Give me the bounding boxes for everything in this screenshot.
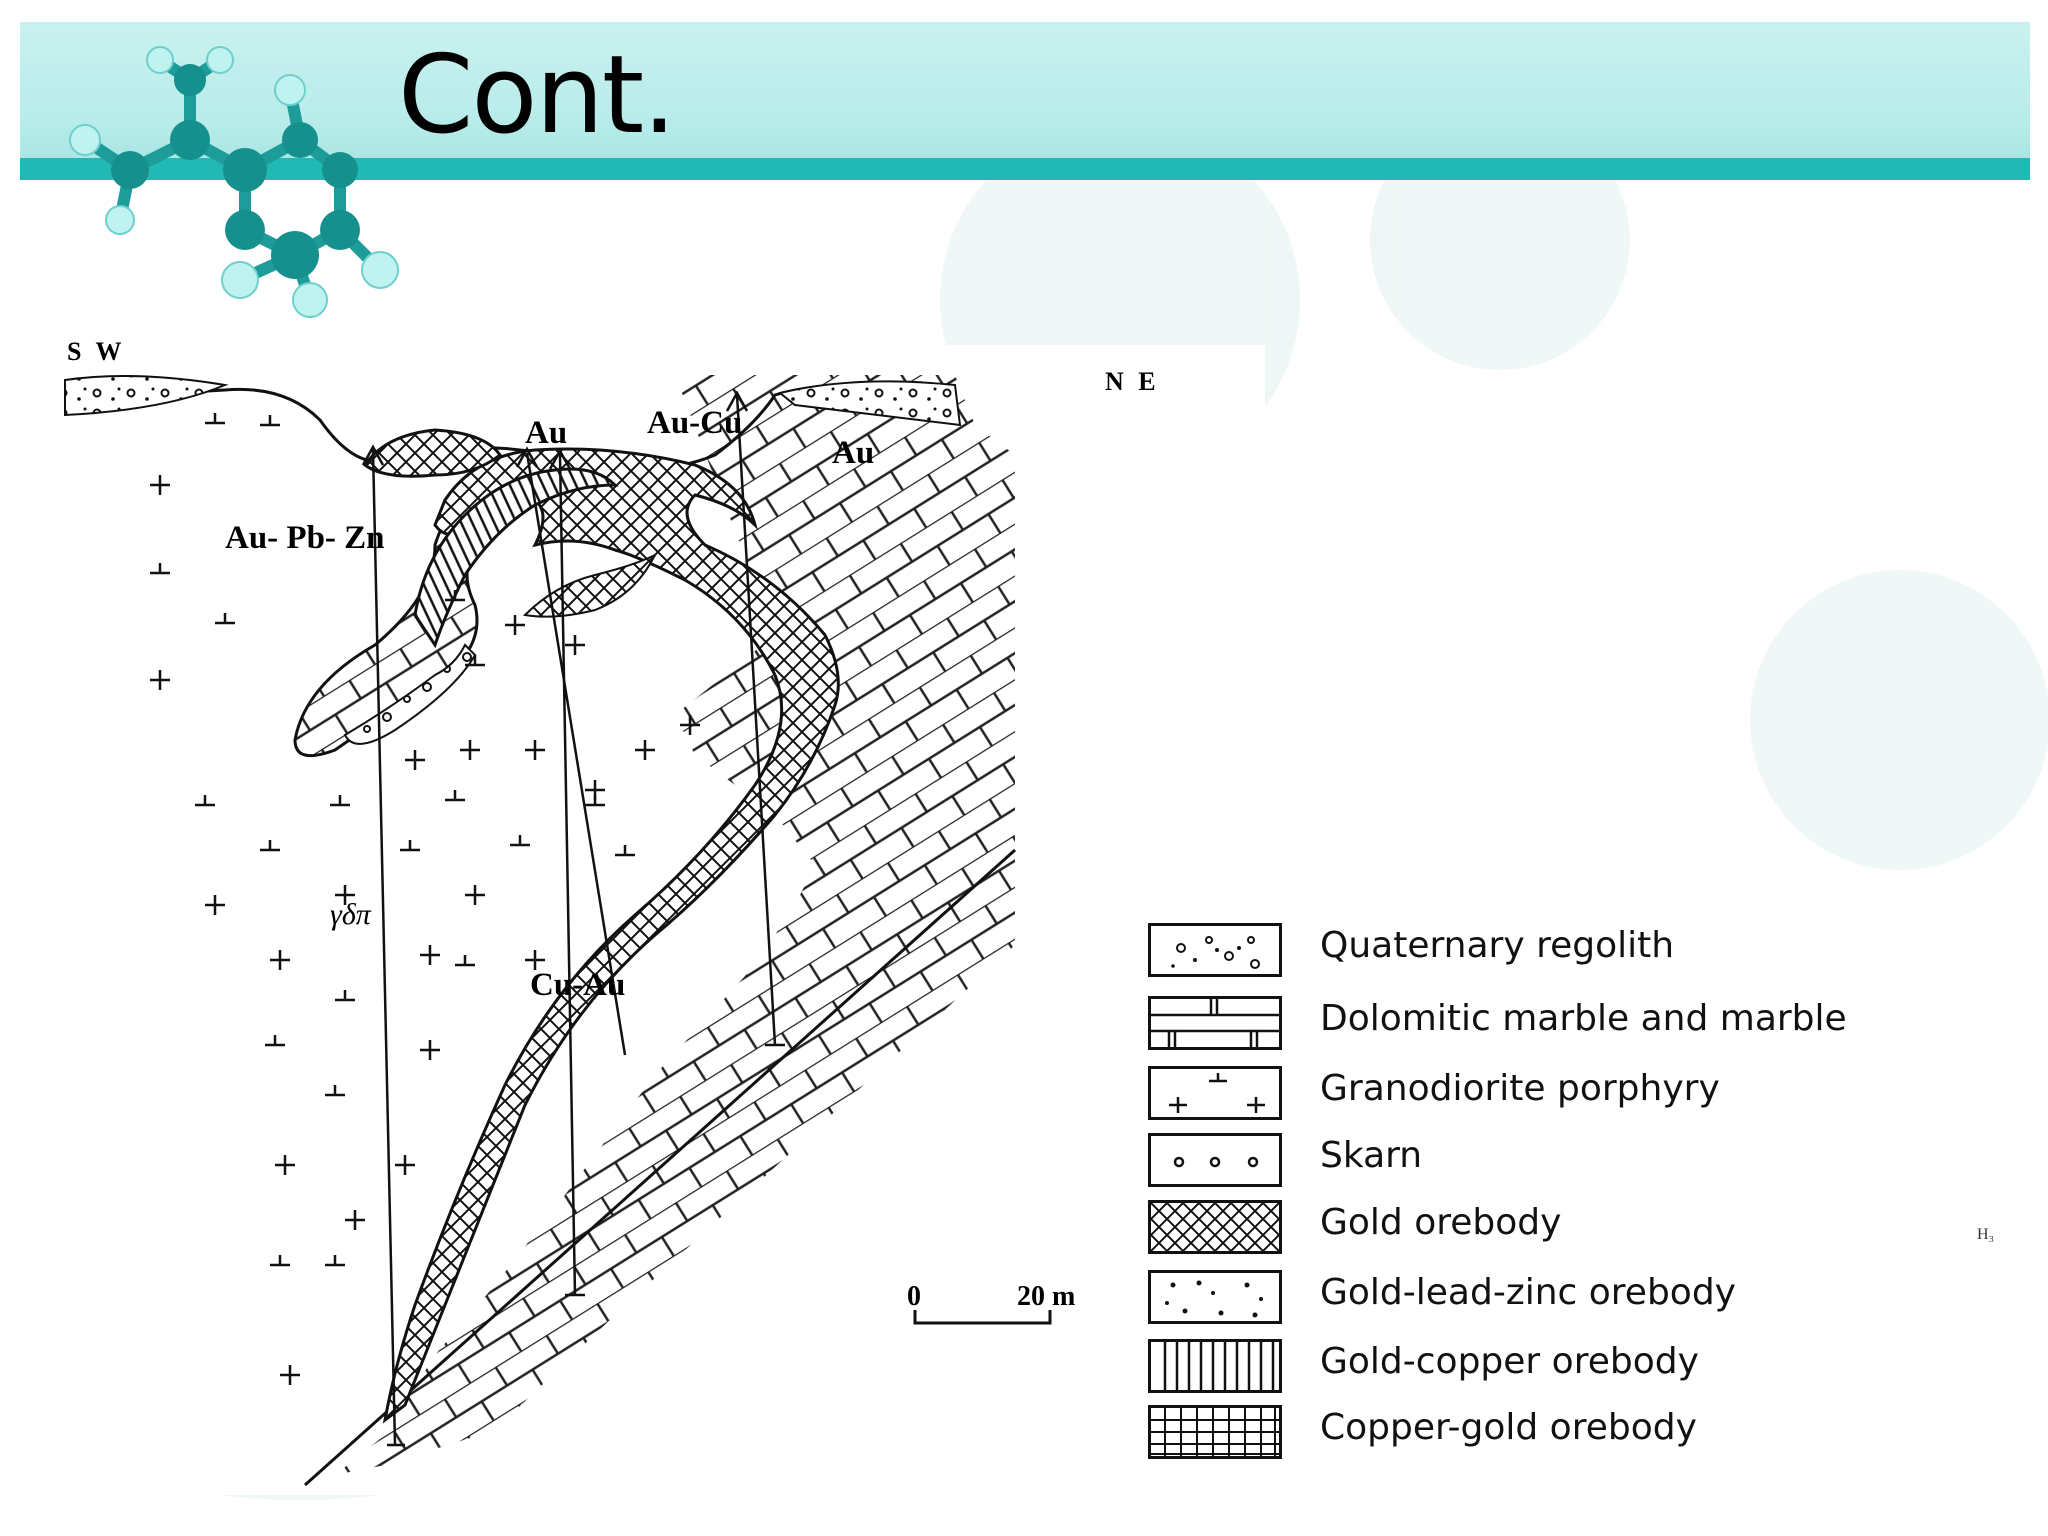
au-right-label: Au [832, 435, 875, 471]
slide-title: Cont. [398, 33, 677, 158]
crosshatch-pattern-icon [1148, 1200, 1282, 1254]
legend-label: Skarn [1320, 1135, 1423, 1176]
au-cu-label: Au-Cu [647, 405, 743, 441]
skarn-pattern-icon [1148, 1133, 1282, 1187]
orientation-sw-label: S W [67, 337, 126, 366]
au-pb-zn-label: Au- Pb- Zn [225, 520, 385, 556]
porphyry-pattern-icon [1148, 1066, 1282, 1120]
title-rule [20, 158, 2030, 180]
molecule-logo-icon [69, 46, 399, 318]
legend-label: Quaternary regolith [1320, 925, 1675, 966]
legend-label: Granodiorite porphyry [1320, 1068, 1720, 1109]
scale-end-label: 20 m [1017, 1281, 1076, 1312]
rock-symbol-label: γδπ [330, 898, 371, 931]
regolith-pattern-icon [1148, 923, 1282, 977]
legend-label: Gold-lead-zinc orebody [1320, 1272, 1736, 1313]
geological-cross-section: S W N E Au Au-Cu Au Au- Pb- Zn γδπ Cu-Au… [55, 337, 1265, 1495]
dots-pattern-icon [1148, 1270, 1282, 1324]
legend-label: Gold orebody [1320, 1202, 1562, 1243]
grid-pattern-icon [1148, 1405, 1282, 1459]
legend-label: Dolomitic marble and marble [1320, 998, 1847, 1039]
title-band [20, 22, 2030, 162]
legend-label: Copper-gold orebody [1320, 1407, 1697, 1448]
au-left-label: Au [525, 415, 568, 451]
edge-mark: H₃ [1977, 1226, 1995, 1243]
cu-au-label: Cu-Au [530, 967, 626, 1003]
legend-label: Gold-copper orebody [1320, 1341, 1699, 1382]
marble-pattern-icon [1148, 996, 1282, 1050]
vertical-lines-pattern-icon [1148, 1339, 1282, 1393]
orientation-ne-label: N E [1105, 367, 1160, 396]
scale-start-label: 0 [907, 1281, 921, 1312]
